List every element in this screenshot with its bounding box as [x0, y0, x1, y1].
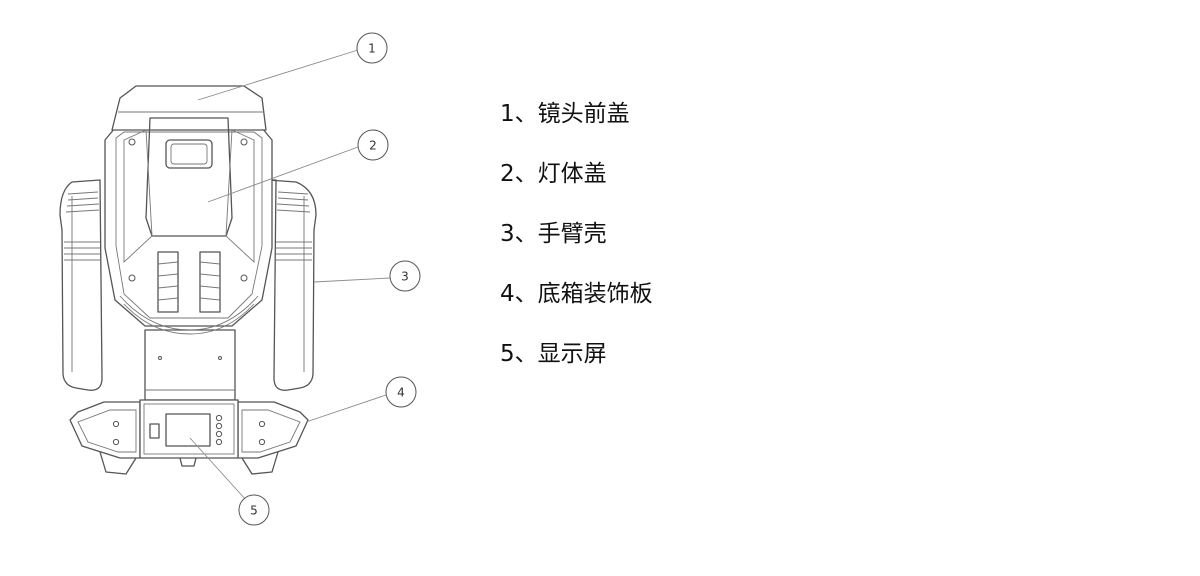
arm-left	[59, 179, 103, 391]
head-window	[165, 139, 213, 169]
lens-front-cover	[111, 85, 267, 131]
callout-1-number: 1	[368, 42, 376, 56]
base-decor-plate-right	[237, 401, 309, 459]
callout-5-number: 5	[250, 504, 258, 518]
callout-4: 4	[385, 376, 417, 408]
legend-item-lamp-body-cover: 2、灯体盖	[500, 161, 607, 187]
vent-left	[157, 251, 179, 313]
legend-item-base-decor-plate: 4、底箱装饰板	[500, 281, 653, 307]
yoke-neck	[144, 329, 236, 401]
parts-legend: 1、镜头前盖 2、灯体盖 3、手臂壳 4、底箱装饰板 5、显示屏	[500, 96, 653, 396]
callout-2-number: 2	[369, 139, 377, 153]
base-box	[69, 399, 309, 475]
leader-lines	[189, 49, 391, 501]
callout-4-number: 4	[397, 386, 405, 400]
callout-3: 3	[389, 260, 421, 292]
head-body	[104, 85, 273, 335]
callout-3-number: 3	[401, 270, 409, 284]
vent-right	[199, 251, 221, 313]
display-screen	[165, 413, 211, 447]
arm-right	[267, 179, 317, 391]
legend-item-lens-front-cover: 1、镜头前盖	[500, 101, 630, 127]
legend-item-arm-shell: 3、手臂壳	[500, 221, 607, 247]
legend-item-display-screen: 5、显示屏	[500, 341, 607, 367]
callout-2: 2	[357, 129, 389, 161]
callout-5: 5	[238, 494, 270, 526]
callout-1: 1	[356, 32, 388, 64]
